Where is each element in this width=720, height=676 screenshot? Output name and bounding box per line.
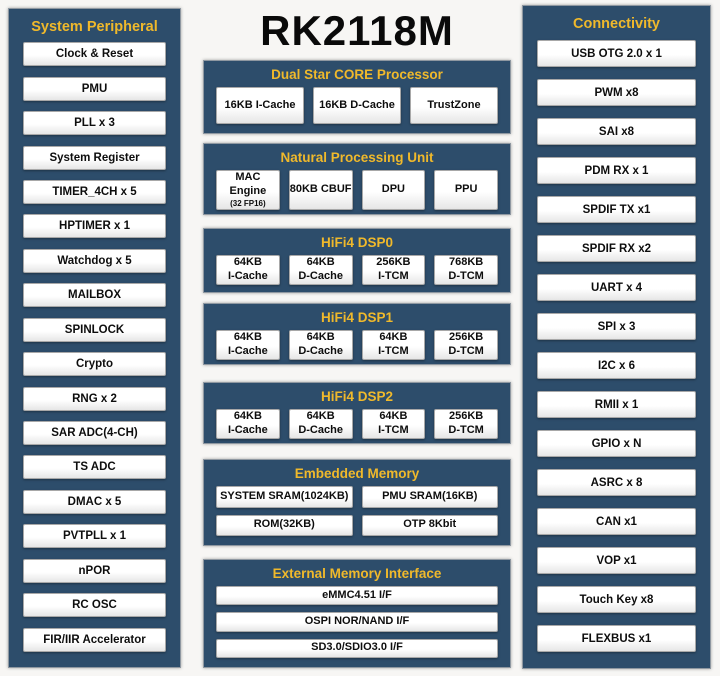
peripheral-item-crypto: Crypto <box>23 352 166 377</box>
core-trustzone-cell: TrustZone <box>410 87 498 124</box>
embedded-otp-cell: OTP 8Kbit <box>361 514 498 536</box>
block-dual-star-core: Dual Star CORE Processor 16KB I-Cache 16… <box>203 60 511 134</box>
connectivity-item-spdif-tx: SPDIF TX x1 <box>537 196 696 223</box>
dsp2-dcache-cell: 64KB D-Cache <box>288 409 353 439</box>
dsp1-dtcm-cell: 256KB D-TCM <box>434 330 498 360</box>
system-peripheral-title: System Peripheral <box>31 19 158 35</box>
peripheral-item-npor: nPOR <box>23 558 166 583</box>
npu-dpu-cell: DPU <box>361 170 426 210</box>
npu-mac-engine-cell: MAC Engine (32 FP16) <box>216 170 280 210</box>
peripheral-item-fir-iir: FIR/IIR Accelerator <box>23 627 166 652</box>
dsp1-itcm-cell: 64KB I-TCM <box>361 330 426 360</box>
npu-mac-engine-sublabel: (32 FP16) <box>230 198 266 208</box>
connectivity-item-sai: SAI x8 <box>537 118 696 145</box>
peripheral-item-dmac: DMAC x 5 <box>23 489 166 514</box>
connectivity-item-spdif-rx: SPDIF RX x2 <box>537 235 696 262</box>
block-title-external: External Memory Interface <box>272 566 442 581</box>
block-external-memory-interface: External Memory Interface eMMC4.51 I/F O… <box>203 559 511 668</box>
dsp0-icache-cell: 64KB I-Cache <box>216 255 280 285</box>
block-title-dsp1: HiFi4 DSP1 <box>320 310 394 325</box>
block-npu: Natural Processing Unit MAC Engine (32 F… <box>203 143 511 215</box>
peripheral-item-pmu: PMU <box>23 76 166 101</box>
block-embedded-memory: Embedded Memory SYSTEM SRAM(1024KB) PMU … <box>203 459 511 546</box>
block-title-npu: Natural Processing Unit <box>280 150 434 165</box>
block-title-dsp2: HiFi4 DSP2 <box>320 389 394 404</box>
peripheral-item-pll: PLL x 3 <box>23 111 166 136</box>
connectivity-list: USB OTG 2.0 x 1 PWM x8 SAI x8 PDM RX x 1… <box>537 34 696 658</box>
connectivity-item-pdm-rx: PDM RX x 1 <box>537 157 696 184</box>
peripheral-item-rng: RNG x 2 <box>23 386 166 411</box>
connectivity-item-pwm: PWM x8 <box>537 79 696 106</box>
peripheral-item-rc-osc: RC OSC <box>23 593 166 618</box>
dsp2-dtcm-cell: 256KB D-TCM <box>434 409 498 439</box>
core-dcache-cell: 16KB D-Cache <box>313 87 401 124</box>
peripheral-item-mailbox: MAILBOX <box>23 283 166 308</box>
dsp0-itcm-cell: 256KB I-TCM <box>361 255 426 285</box>
connectivity-title: Connectivity <box>572 16 660 32</box>
connectivity-item-gpio: GPIO x N <box>537 430 696 457</box>
connectivity-item-asrc: ASRC x 8 <box>537 469 696 496</box>
block-title-embedded: Embedded Memory <box>294 466 420 481</box>
external-ospi-cell: OSPI NOR/NAND I/F <box>216 612 498 632</box>
block-title-dsp0: HiFi4 DSP0 <box>320 235 394 250</box>
connectivity-item-flexbus: FLEXBUS x1 <box>537 625 696 652</box>
block-title-core: Dual Star CORE Processor <box>271 67 443 82</box>
peripheral-item-sar-adc: SAR ADC(4-CH) <box>23 421 166 446</box>
connectivity-item-vop: VOP x1 <box>537 547 696 574</box>
dsp1-dcache-cell: 64KB D-Cache <box>288 330 353 360</box>
connectivity-item-usb-otg: USB OTG 2.0 x 1 <box>537 40 696 67</box>
embedded-pmu-sram-cell: PMU SRAM(16KB) <box>361 486 498 508</box>
peripheral-item-timer: TIMER_4CH x 5 <box>23 179 166 204</box>
embedded-system-sram-cell: SYSTEM SRAM(1024KB) <box>216 486 353 508</box>
peripheral-item-clock-reset: Clock & Reset <box>23 42 166 67</box>
connectivity-item-spi: SPI x 3 <box>537 313 696 340</box>
npu-mac-engine-label: MAC Engine <box>229 171 267 197</box>
dsp1-icache-cell: 64KB I-Cache <box>216 330 280 360</box>
external-emmc-cell: eMMC4.51 I/F <box>216 586 498 606</box>
npu-ppu-cell: PPU <box>434 170 498 210</box>
peripheral-item-system-register: System Register <box>23 145 166 170</box>
embedded-rom-cell: ROM(32KB) <box>216 514 353 536</box>
connectivity-item-i2c: I2C x 6 <box>537 352 696 379</box>
peripheral-item-ts-adc: TS ADC <box>23 455 166 480</box>
external-sd-sdio-cell: SD3.0/SDIO3.0 I/F <box>216 638 498 658</box>
peripheral-item-watchdog: Watchdog x 5 <box>23 248 166 273</box>
block-hifi4-dsp0: HiFi4 DSP0 64KB I-Cache 64KB D-Cache 256… <box>203 228 511 293</box>
peripheral-item-spinlock: SPINLOCK <box>23 317 166 342</box>
connectivity-item-rmii: RMII x 1 <box>537 391 696 418</box>
system-peripheral-list: Clock & Reset PMU PLL x 3 System Registe… <box>23 37 166 657</box>
connectivity-item-touch-key: Touch Key x8 <box>537 586 696 613</box>
peripheral-item-hptimer: HPTIMER x 1 <box>23 214 166 239</box>
system-peripheral-panel: System Peripheral Clock & Reset PMU PLL … <box>8 8 181 668</box>
chip-title: RK2118M <box>260 7 454 54</box>
connectivity-item-can: CAN x1 <box>537 508 696 535</box>
connectivity-item-uart: UART x 4 <box>537 274 696 301</box>
core-icache-cell: 16KB I-Cache <box>216 87 304 124</box>
dsp2-itcm-cell: 64KB I-TCM <box>361 409 426 439</box>
block-hifi4-dsp1: HiFi4 DSP1 64KB I-Cache 64KB D-Cache 64K… <box>203 303 511 365</box>
dsp2-icache-cell: 64KB I-Cache <box>216 409 280 439</box>
block-hifi4-dsp2: HiFi4 DSP2 64KB I-Cache 64KB D-Cache 64K… <box>203 382 511 444</box>
npu-cbuf-cell: 80KB CBUF <box>288 170 353 210</box>
center-column: RK2118M Dual Star CORE Processor 16KB I-… <box>203 0 511 676</box>
dsp0-dtcm-cell: 768KB D-TCM <box>434 255 498 285</box>
peripheral-item-pvtpll: PVTPLL x 1 <box>23 524 166 549</box>
dsp0-dcache-cell: 64KB D-Cache <box>288 255 353 285</box>
connectivity-panel: Connectivity USB OTG 2.0 x 1 PWM x8 SAI … <box>522 5 711 669</box>
